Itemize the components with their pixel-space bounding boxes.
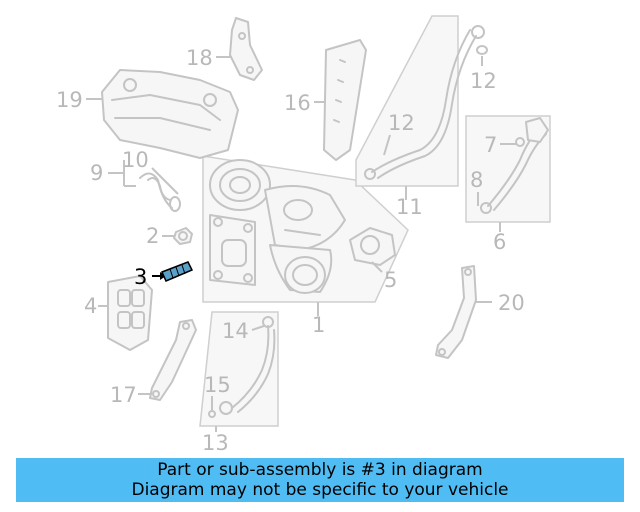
actuator-part xyxy=(349,227,396,273)
callout-6: 6 xyxy=(493,230,506,254)
coolant-line-box-6 xyxy=(465,115,551,232)
banner-line-2: Diagram may not be specific to your vehi… xyxy=(131,480,509,500)
hose-part-9-10 xyxy=(108,160,181,212)
callout-14: 14 xyxy=(222,319,249,343)
callout-16: 16 xyxy=(284,91,311,115)
callout-11: 11 xyxy=(396,195,423,219)
parts-diagram: 1 2 3 4 5 6 7 8 9 10 11 12 12 13 14 15 1… xyxy=(56,15,551,455)
line-box-13 xyxy=(199,311,279,432)
callout-3: 3 xyxy=(134,265,147,289)
turbocharger-part xyxy=(209,159,346,294)
callout-8: 8 xyxy=(470,168,483,192)
callout-12-mid: 12 xyxy=(388,111,415,135)
callout-17: 17 xyxy=(110,383,137,407)
callout-18: 18 xyxy=(186,46,213,70)
bracket-part-17 xyxy=(138,319,197,401)
heat-shield-part-19 xyxy=(86,69,239,159)
banner-line-1: Part or sub-assembly is #3 in diagram xyxy=(157,460,483,480)
info-banner: Part or sub-assembly is #3 in diagram Di… xyxy=(16,458,624,502)
callout-19: 19 xyxy=(56,88,83,112)
nut-part-2 xyxy=(162,227,193,245)
callout-7: 7 xyxy=(484,133,497,157)
callout-5: 5 xyxy=(384,268,397,292)
callout-12-top: 12 xyxy=(470,69,497,93)
callout-15: 15 xyxy=(204,373,231,397)
heat-shield-part-16 xyxy=(314,39,367,161)
oil-line-box-11 xyxy=(355,15,485,200)
bracket-part-18 xyxy=(216,17,263,81)
callout-4: 4 xyxy=(84,294,97,318)
callout-9: 9 xyxy=(90,161,103,185)
gasket-part-4 xyxy=(98,275,153,351)
callout-1: 1 xyxy=(312,313,325,337)
callout-13: 13 xyxy=(202,431,229,455)
bracket-part-20 xyxy=(435,265,492,359)
fitting-part-12-top xyxy=(383,45,488,156)
stud-part-3 xyxy=(152,261,194,282)
callout-20: 20 xyxy=(498,291,525,315)
callout-2: 2 xyxy=(146,224,159,248)
callout-10: 10 xyxy=(122,148,149,172)
